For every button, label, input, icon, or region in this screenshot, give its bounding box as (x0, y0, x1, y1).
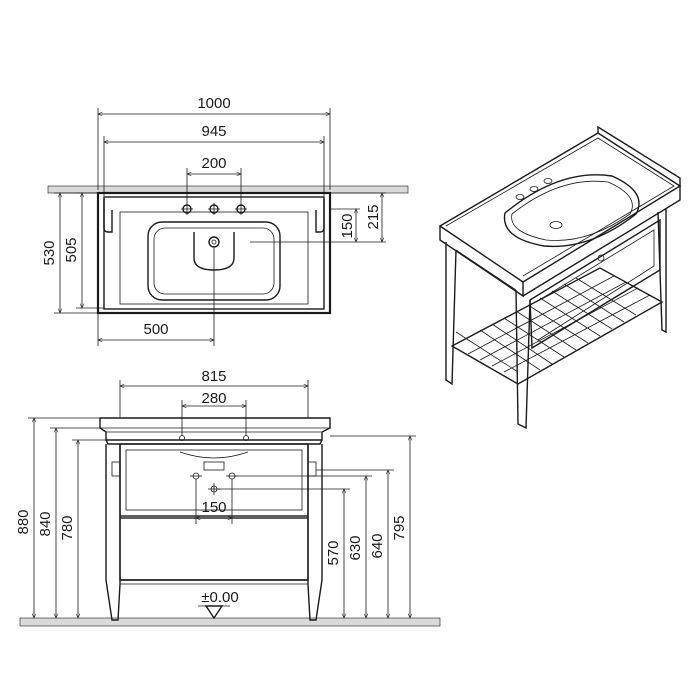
dim-label-505: 505 (63, 237, 80, 262)
iso-sink-bowl (503, 174, 640, 248)
dim-label-150-front: 150 (201, 499, 226, 516)
front-waste-trap (179, 451, 249, 471)
dim-label-530: 530 (41, 240, 58, 265)
dim-line-780 (72, 440, 106, 618)
front-countertop (99, 417, 331, 445)
dim-line-505 (76, 193, 104, 308)
dim-line-570 (217, 489, 350, 618)
floor-section (19, 617, 441, 627)
dim-label-1000: 1000 (197, 95, 230, 112)
dim-line-280 (182, 400, 246, 436)
front-leg-right (307, 444, 323, 621)
dim-label-280: 280 (201, 390, 226, 407)
dim-line-880 (28, 418, 100, 618)
dim-line-840 (50, 428, 100, 618)
dim-line-640 (316, 470, 394, 618)
dim-label-215: 215 (365, 204, 382, 229)
tap-holes-plan (181, 203, 247, 215)
front-drawer (119, 517, 309, 581)
dim-label-570: 570 (325, 540, 342, 565)
iso-drawer-knob (597, 254, 605, 262)
floor-level-marker (198, 605, 230, 620)
front-leg-left (105, 444, 121, 621)
isometric-view (438, 125, 682, 430)
dim-line-150-top (250, 209, 360, 242)
dim-line-1000 (98, 108, 330, 190)
iso-drain (549, 221, 563, 229)
iso-leg-back-right (657, 208, 667, 334)
dim-line-200 (187, 168, 241, 203)
dim-label-630: 630 (347, 535, 364, 560)
dim-label-200: 200 (201, 155, 226, 172)
front-cabinet (105, 443, 323, 621)
dim-line-500 (98, 248, 214, 346)
dim-label-880: 880 (15, 509, 32, 534)
dim-label-780: 780 (59, 515, 76, 540)
dim-label-945: 945 (201, 123, 226, 140)
dim-label-150-top: 150 (339, 213, 356, 238)
top-view: 1000 945 200 530 505 (41, 95, 409, 346)
floor-level-label: ±0.00 (201, 589, 238, 606)
dim-line-815 (120, 380, 308, 418)
dim-label-795: 795 (391, 515, 408, 540)
iso-slatted-shelf (450, 267, 664, 385)
iso-drawer (529, 218, 661, 350)
iso-leg-front-left (445, 242, 457, 386)
front-view: 815 280 150 880 840 780 (15, 368, 441, 627)
dim-line-945 (104, 136, 324, 196)
dim-line-215 (330, 193, 386, 242)
dim-line-795 (330, 436, 416, 618)
dim-line-150-front (196, 479, 232, 524)
dim-label-500: 500 (143, 321, 168, 338)
drain-circle (208, 236, 220, 248)
dim-label-640: 640 (369, 533, 386, 558)
dim-label-815: 815 (201, 368, 226, 385)
dim-label-840: 840 (37, 511, 54, 536)
dim-line-630 (235, 476, 372, 618)
iso-leg-front-right (515, 289, 531, 430)
